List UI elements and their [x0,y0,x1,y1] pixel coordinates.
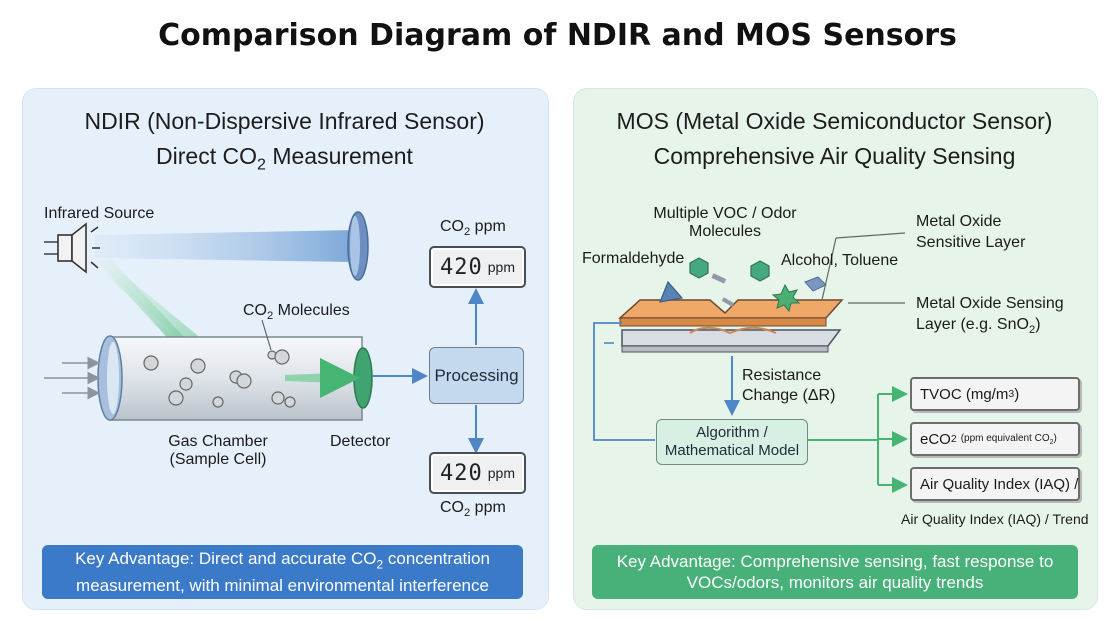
mos-title-line2: Comprehensive Air Quality Sensing [653,143,1016,169]
molecule-hexagon [689,257,709,279]
co2-ppm-label-bottom: CO2 ppm [440,499,506,520]
mos-key-advantage: Key Advantage: Comprehensive sensing, fa… [592,545,1078,599]
gas-chamber-label: Gas Chamber (Sample Cell) [168,433,268,468]
processing-box: Processing [429,347,524,404]
mos-title-line1: MOS (Metal Oxide Semiconductor Sensor) [616,108,1053,134]
molecule-triangle [659,280,684,303]
co2-ppm-label-top: CO2 ppm [440,218,506,239]
infrared-beam [95,230,355,262]
co2-molecules-label: CO2 Molecules [243,302,350,323]
mos-sensor-layers [618,299,844,353]
detector-window [353,347,373,409]
ndir-title-line1: NDIR (Non-Dispersive Infrared Sensor) [84,108,485,134]
infrared-source-icon [44,222,100,274]
sensing-layer-label: Metal Oxide Sensing Layer (e.g. SnO2) [916,295,1064,337]
infrared-source-label: Infrared Source [44,205,155,222]
ndir-key-advantage: Key Advantage: Direct and accurate CO2 c… [42,545,523,599]
mos-title: MOS (Metal Oxide Semiconductor Sensor) C… [573,108,1096,170]
gas-chamber [97,335,373,421]
molecule-star [771,283,801,313]
detector-label: Detector [330,433,391,450]
alcohol-toluene-label: Alcohol, Toluene [781,252,899,269]
formaldehyde-label: Formaldehyde [582,250,685,267]
algorithm-box: Algorithm / Mathematical Model [656,419,808,465]
ndir-title-line2: Direct CO2 Measurement [156,143,413,174]
ndir-title: NDIR (Non-Dispersive Infrared Sensor) Di… [22,108,547,175]
output-iaq: Air Quality Index (IAQ) / [910,467,1080,501]
output-iaq-trend-label: Air Quality Index (IAQ) / Trend [901,511,1089,527]
resistance-change-label: Resistance Change (ΔR) [742,367,836,404]
sensitive-layer-label: Metal Oxide Sensitive Layer [916,213,1026,251]
diagram-title: Comparison Diagram of NDIR and MOS Senso… [158,18,957,53]
voc-molecules-label: Multiple VOC / Odor Molecules [653,205,797,240]
